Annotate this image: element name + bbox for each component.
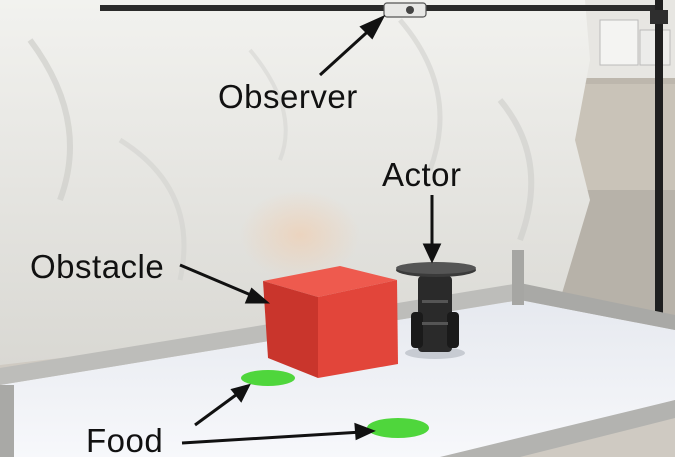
observer-label: Observer [218, 78, 358, 115]
actor-label: Actor [382, 156, 462, 193]
obstacle-box-top [263, 266, 397, 297]
sheet-fold [398, 18, 443, 171]
food-patch [367, 418, 429, 438]
sheet-fold [27, 38, 73, 202]
food-arrow-2 [181, 430, 363, 445]
observer-arrow [318, 23, 377, 77]
table-left-post [0, 385, 14, 457]
table-right-rail [520, 283, 675, 330]
actor-robot-body [418, 276, 452, 352]
obstacle-box-side [318, 280, 398, 378]
actor-robot-stripe [422, 300, 448, 303]
annotation-arrows [179, 14, 442, 445]
obstacle-arrow [179, 263, 259, 300]
shelf-box [599, 19, 639, 66]
shelf-ledge [585, 78, 675, 84]
sheet-fold [118, 137, 187, 281]
food-arrow-1-head [230, 383, 251, 403]
table-corner-post [512, 250, 524, 305]
warm-glow [240, 190, 360, 280]
sheet-fold [248, 48, 288, 161]
actor-robot-wheel [447, 312, 459, 348]
pole-clamp [650, 10, 668, 24]
food-patch [241, 370, 295, 386]
obstacle-box-front [263, 281, 318, 378]
sheet-fold [497, 98, 535, 242]
table-surface [0, 300, 675, 457]
food-arrow-2-head [354, 422, 376, 441]
camera-bar [100, 5, 660, 11]
actor-arrowhead [422, 243, 442, 264]
table-front-rail [440, 400, 675, 457]
obstacle-arrowhead [244, 287, 271, 304]
actor-robot-top-plate-rim [396, 262, 476, 274]
food-label: Food [86, 422, 164, 457]
camera-lens-icon [406, 6, 414, 14]
observer-arrowhead [359, 14, 386, 40]
camera-pole [655, 0, 663, 320]
food-arrow-1 [194, 390, 241, 427]
actor-robot-wheel [411, 312, 423, 348]
obstacle-label: Obstacle [30, 248, 165, 285]
actor-robot-stripe [422, 322, 448, 325]
observer-camera-icon [383, 2, 427, 18]
